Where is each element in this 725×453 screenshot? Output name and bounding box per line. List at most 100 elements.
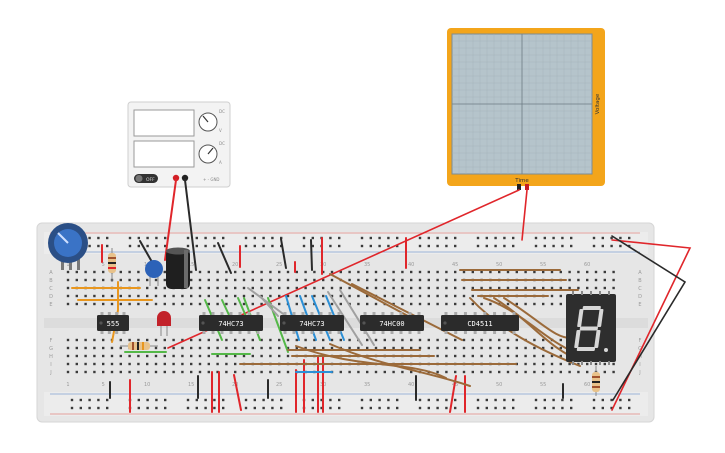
breadboard-hole[interactable] bbox=[471, 302, 474, 306]
rail-hole[interactable] bbox=[106, 398, 109, 402]
resistor[interactable] bbox=[108, 248, 116, 282]
breadboard-hole[interactable] bbox=[357, 302, 360, 306]
breadboard-hole[interactable] bbox=[119, 270, 122, 274]
ceramic-capacitor[interactable] bbox=[145, 260, 163, 286]
rail-hole[interactable] bbox=[262, 406, 265, 410]
breadboard-hole[interactable] bbox=[84, 362, 87, 366]
rail-hole[interactable] bbox=[601, 398, 604, 402]
rail-hole[interactable] bbox=[213, 398, 216, 402]
breadboard-hole[interactable] bbox=[366, 286, 369, 290]
breadboard-hole[interactable] bbox=[427, 278, 430, 282]
breadboard-hole[interactable] bbox=[75, 294, 78, 298]
breadboard-hole[interactable] bbox=[198, 278, 202, 282]
breadboard-hole[interactable] bbox=[225, 294, 228, 298]
breadboard-hole[interactable] bbox=[251, 286, 254, 290]
rail-hole[interactable] bbox=[195, 398, 198, 402]
rail-hole[interactable] bbox=[311, 406, 314, 410]
rail-hole[interactable] bbox=[592, 244, 596, 248]
rail-hole[interactable] bbox=[155, 244, 158, 248]
breadboard-hole[interactable] bbox=[75, 346, 78, 350]
breadboard-hole[interactable] bbox=[269, 286, 272, 290]
breadboard-hole[interactable] bbox=[207, 362, 210, 366]
rail-hole[interactable] bbox=[387, 406, 390, 410]
breadboard-hole[interactable] bbox=[454, 370, 457, 374]
breadboard-hole[interactable] bbox=[313, 294, 316, 298]
breadboard-hole[interactable] bbox=[190, 346, 193, 350]
rail-hole[interactable] bbox=[369, 244, 372, 248]
breadboard-hole[interactable] bbox=[594, 270, 598, 274]
breadboard-hole[interactable] bbox=[190, 362, 193, 366]
breadboard-hole[interactable] bbox=[436, 354, 439, 358]
led[interactable] bbox=[157, 311, 171, 336]
breadboard-hole[interactable] bbox=[542, 346, 545, 350]
breadboard-hole[interactable] bbox=[154, 354, 158, 358]
breadboard-hole[interactable] bbox=[330, 278, 334, 282]
breadboard-hole[interactable] bbox=[506, 354, 510, 358]
breadboard-hole[interactable] bbox=[586, 362, 589, 366]
rail-hole[interactable] bbox=[222, 236, 225, 240]
breadboard-hole[interactable] bbox=[445, 270, 448, 274]
breadboard-hole[interactable] bbox=[410, 278, 413, 282]
breadboard-hole[interactable] bbox=[286, 270, 290, 274]
breadboard-hole[interactable] bbox=[366, 278, 369, 282]
breadboard-hole[interactable] bbox=[216, 286, 219, 290]
breadboard-hole[interactable] bbox=[198, 346, 202, 350]
breadboard-hole[interactable] bbox=[480, 370, 483, 374]
breadboard-hole[interactable] bbox=[75, 354, 78, 358]
breadboard-hole[interactable] bbox=[93, 270, 96, 274]
breadboard-hole[interactable] bbox=[278, 302, 281, 306]
breadboard-hole[interactable] bbox=[207, 338, 210, 342]
breadboard-hole[interactable] bbox=[198, 338, 202, 342]
breadboard-hole[interactable] bbox=[603, 370, 606, 374]
rail-hole[interactable] bbox=[186, 236, 190, 240]
breadboard-hole[interactable] bbox=[559, 354, 562, 358]
rail-hole[interactable] bbox=[436, 398, 439, 402]
breadboard-hole[interactable] bbox=[260, 302, 263, 306]
breadboard-hole[interactable] bbox=[119, 362, 122, 366]
breadboard-hole[interactable] bbox=[198, 302, 202, 306]
rail-hole[interactable] bbox=[396, 398, 399, 402]
breadboard-hole[interactable] bbox=[348, 346, 351, 350]
breadboard-hole[interactable] bbox=[295, 278, 298, 282]
breadboard-hole[interactable] bbox=[110, 346, 114, 350]
breadboard-hole[interactable] bbox=[128, 354, 131, 358]
rail-hole[interactable] bbox=[70, 398, 74, 402]
breadboard-hole[interactable] bbox=[66, 270, 70, 274]
breadboard-hole[interactable] bbox=[357, 278, 360, 282]
rail-hole[interactable] bbox=[262, 244, 265, 248]
breadboard-hole[interactable] bbox=[163, 278, 166, 282]
rail-hole[interactable] bbox=[244, 244, 248, 248]
breadboard-hole[interactable] bbox=[110, 354, 114, 358]
rail-hole[interactable] bbox=[534, 398, 538, 402]
breadboard-hole[interactable] bbox=[190, 338, 193, 342]
breadboard-hole[interactable] bbox=[577, 278, 580, 282]
rail-hole[interactable] bbox=[610, 398, 613, 402]
breadboard-hole[interactable] bbox=[542, 338, 545, 342]
breadboard-hole[interactable] bbox=[489, 286, 492, 290]
rail-hole[interactable] bbox=[311, 398, 314, 402]
breadboard-hole[interactable] bbox=[506, 338, 510, 342]
breadboard-hole[interactable] bbox=[146, 286, 149, 290]
rail-hole[interactable] bbox=[186, 244, 190, 248]
breadboard-hole[interactable] bbox=[462, 286, 466, 290]
rail-hole[interactable] bbox=[445, 398, 448, 402]
breadboard-hole[interactable] bbox=[225, 354, 228, 358]
breadboard-hole[interactable] bbox=[550, 294, 554, 298]
power-switch[interactable]: OFF bbox=[134, 174, 158, 183]
breadboard-hole[interactable] bbox=[242, 278, 246, 282]
breadboard-hole[interactable] bbox=[339, 338, 342, 342]
rail-hole[interactable] bbox=[494, 244, 497, 248]
ic-chip-74hc73[interactable]: 74HC73 bbox=[199, 312, 263, 334]
breadboard-hole[interactable] bbox=[286, 294, 290, 298]
breadboard-hole[interactable] bbox=[559, 338, 562, 342]
rail-hole[interactable] bbox=[195, 244, 198, 248]
breadboard-hole[interactable] bbox=[119, 302, 122, 306]
rail-hole[interactable] bbox=[628, 406, 631, 410]
breadboard-hole[interactable] bbox=[93, 354, 96, 358]
breadboard-hole[interactable] bbox=[471, 354, 474, 358]
breadboard-hole[interactable] bbox=[524, 302, 527, 306]
rail-hole[interactable] bbox=[369, 406, 372, 410]
rail-hole[interactable] bbox=[436, 236, 439, 240]
breadboard-hole[interactable] bbox=[154, 302, 158, 306]
breadboard-hole[interactable] bbox=[163, 354, 166, 358]
